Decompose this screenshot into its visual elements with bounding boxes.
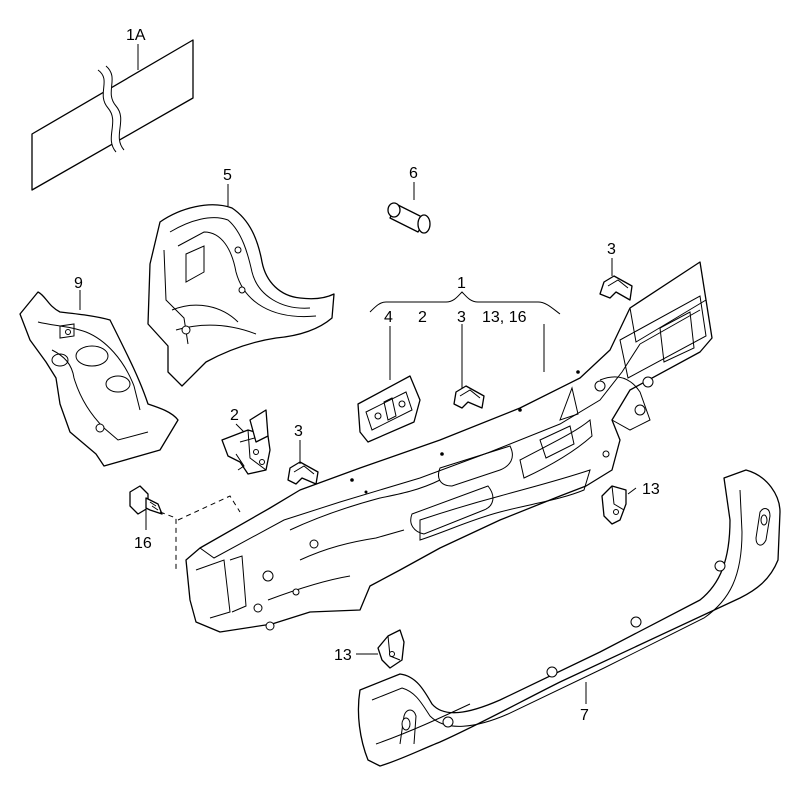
part-3-clip-right: [599, 275, 633, 301]
callout-4: 4: [384, 309, 393, 326]
callout-1a: 1A: [126, 27, 146, 44]
callout-7: 7: [580, 707, 589, 724]
part-3-clip-left: [287, 461, 319, 485]
callout-6: 6: [409, 165, 418, 182]
callout-16: 16: [134, 535, 152, 552]
callout-13-right: 13: [642, 481, 660, 498]
callout-1: 1: [457, 275, 466, 292]
part-9-side-trim: [19, 291, 179, 467]
part-6-plug: [387, 202, 431, 234]
callout-13-16: 13, 16: [482, 309, 527, 326]
part-3-clip-mid: [453, 385, 485, 409]
part-13-clip-bottom: [377, 629, 405, 669]
callout-2-top: 2: [418, 309, 427, 326]
part-4-striker-plate: [357, 375, 421, 443]
part-7-trim-cover: [357, 469, 781, 767]
part-1a-panel: [31, 39, 194, 191]
part-13-clip-right: [601, 485, 627, 525]
callout-3-mid: 3: [457, 309, 466, 326]
callout-13-bottom: 13: [334, 647, 352, 664]
part-2-bracket-left: [221, 409, 271, 475]
callout-3-left: 3: [294, 423, 303, 440]
callout-2-left: 2: [230, 407, 239, 424]
callout-labels: 1A 5 6 9 3 1 4 2 3 13, 16 2 3 13 16 13 7: [74, 27, 660, 724]
leader-lines: [79, 44, 637, 704]
part-16-bolt: [129, 485, 163, 515]
callout-5: 5: [223, 167, 232, 184]
callout-9: 9: [74, 275, 83, 292]
part-5-wheelhouse: [147, 204, 335, 387]
part-1-rear-panel: [185, 261, 713, 633]
callout-3-right: 3: [607, 241, 616, 258]
